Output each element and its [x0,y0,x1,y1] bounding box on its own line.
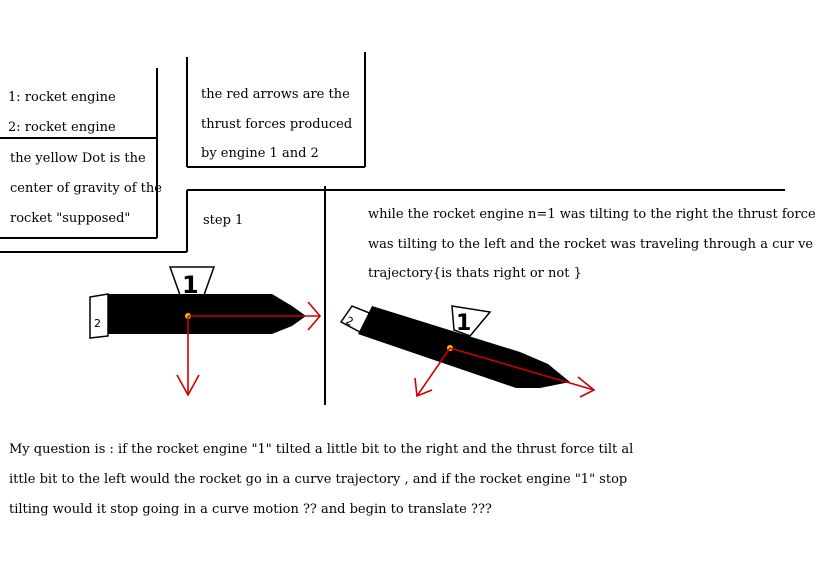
engine-1-label-left: 1 [182,271,199,299]
rocket-body-left [108,294,306,334]
legend-cog-line3: rocket "supposed" [10,211,131,226]
arrows-note-line2: thrust forces produced [201,117,353,132]
engine-1-nozzle-right [451,305,492,337]
arrows-note-line3: by engine 1 and 2 [201,146,319,161]
engine-2-label-left: 2 [94,317,101,330]
legend-engine-2: 2: rocket engine [8,120,116,135]
legend-cog-line2: center of gravity of the [10,181,162,196]
legend-engine-1: 1: rocket engine [8,90,116,105]
thrust-arrow-forward-right [449,347,595,391]
divider-lines [0,52,785,405]
description-line2: was tilting to the left and the rocket w… [368,237,814,252]
thrust-arrowhead-forward-right [577,376,596,398]
description-line3: trajectory{is thats right or not } [368,266,582,281]
rocket-tilted: 2 1 [339,305,596,398]
question-line1: My question is : if the rocket engine "1… [9,442,634,457]
legend-cog-line1: the yellow Dot is the [10,151,146,166]
engine-2-nozzle-left [89,293,109,339]
thrust-arrows-right [414,347,596,398]
engine-2-label-right: 2 [344,314,356,329]
question-line2: ittle bit to the left would the rocket g… [9,472,628,487]
thrust-arrowhead-down-left [176,374,200,397]
arrows-note-line1: the red arrows are the [201,87,350,102]
question-line3: tilting would it stop going in a curve m… [9,502,492,517]
thrust-arrowhead-forward-left [307,301,322,331]
step-label: step 1 [203,213,244,228]
thrust-arrows-left [176,301,322,397]
thrust-arrowhead-tilted-right [414,377,433,398]
thrust-arrow-tilted-right [416,347,451,397]
rocket-straight: 2 1 [89,266,322,397]
engine-1-label-right: 1 [456,311,471,336]
description-line1: while the rocket engine n=1 was tilting … [368,207,816,222]
